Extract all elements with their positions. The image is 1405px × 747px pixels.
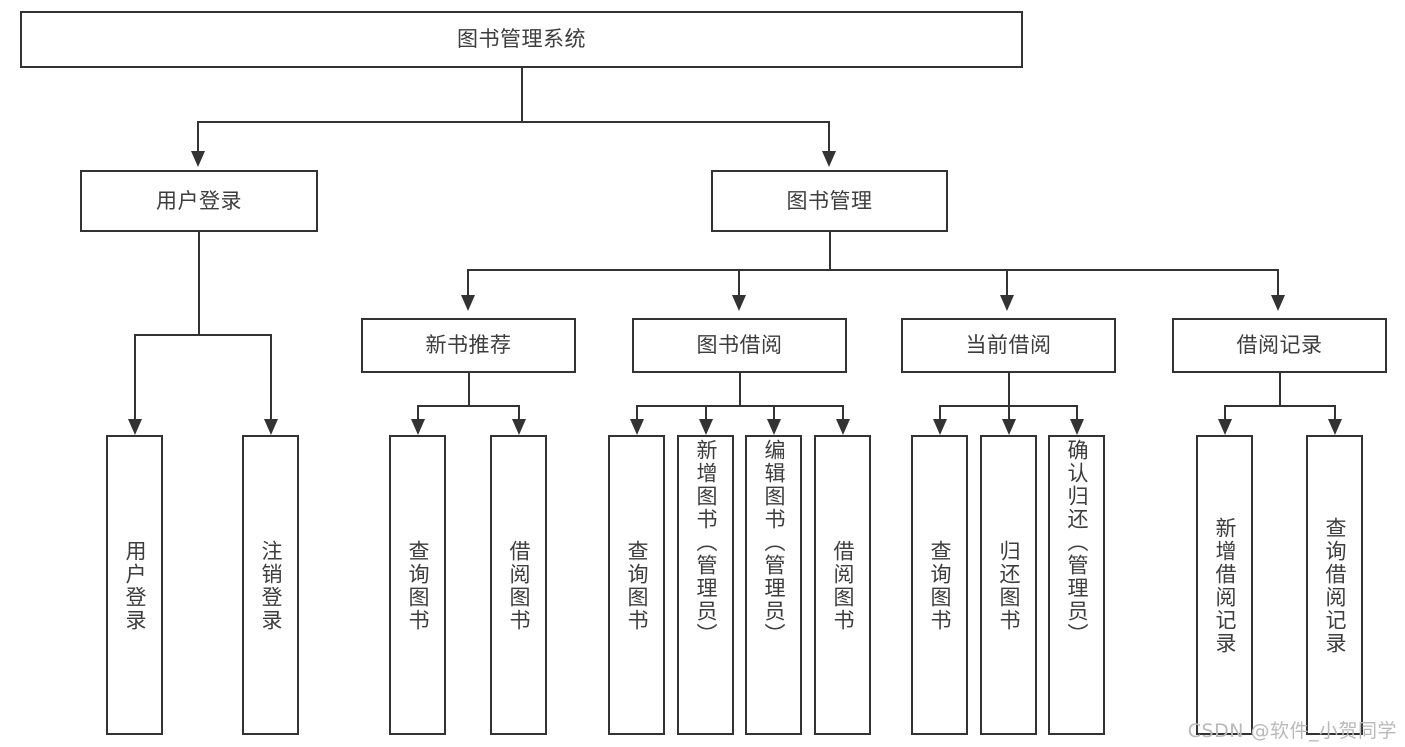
arrow-to-book-manage [822, 151, 836, 167]
node-label: 图书借阅 [696, 333, 783, 358]
leaf-current-borrow-confirm-return-admin[interactable]: 确认归还（管理员） [1048, 435, 1105, 735]
node-root-system[interactable]: 图书管理系统 [20, 11, 1023, 68]
leaf-label: 新增借阅记录 [1212, 517, 1237, 655]
node-label: 图书管理系统 [457, 27, 586, 52]
arrow-to-leaf-current-borrow-2 [1002, 419, 1016, 435]
arrow-to-leaf-current-borrow-3 [1070, 419, 1084, 435]
node-current-borrow[interactable]: 当前借阅 [901, 318, 1116, 373]
connector-level3-drop-1 [467, 269, 469, 295]
connector-new-book-drop-1 [417, 405, 419, 419]
leaf-user-login-login[interactable]: 用户登录 [106, 435, 163, 735]
connector-borrow-record-stem [1279, 373, 1281, 407]
connector-book-borrow-drop-1 [636, 405, 638, 419]
leaf-label: 用户登录 [122, 540, 147, 632]
leaf-new-book-borrow-book[interactable]: 借阅图书 [490, 435, 547, 735]
connector-book-borrow-stem [739, 373, 741, 407]
connector-book-borrow-drop-3 [773, 405, 775, 419]
leaf-label: 借阅图书 [506, 540, 531, 632]
leaf-label: 查询图书 [405, 540, 430, 632]
connector-root-drop-right [828, 121, 830, 151]
connector-user-login-drop-2 [270, 334, 272, 419]
connector-level3-bus [467, 269, 1279, 271]
node-book-manage[interactable]: 图书管理 [711, 170, 948, 232]
leaf-label: 确认归还（管理员） [1064, 439, 1089, 646]
connector-user-login-drop-1 [134, 334, 136, 419]
connector-new-book-stem [468, 373, 470, 407]
arrow-to-leaf-book-borrow-2 [699, 419, 713, 435]
leaf-label: 借阅图书 [830, 540, 855, 632]
arrow-to-borrow-record [1271, 295, 1285, 311]
leaf-book-borrow-query-book[interactable]: 查询图书 [608, 435, 665, 735]
arrow-to-book-borrow [732, 295, 746, 311]
node-label: 图书管理 [786, 188, 873, 213]
node-new-book-recommend[interactable]: 新书推荐 [361, 318, 576, 373]
arrow-to-leaf-user-login-1 [128, 419, 142, 435]
leaf-label: 查询图书 [927, 540, 952, 632]
leaf-current-borrow-query-book[interactable]: 查询图书 [911, 435, 968, 735]
connector-root-bus [197, 121, 829, 123]
connector-level3-drop-4 [1277, 269, 1279, 295]
leaf-label: 归还图书 [996, 540, 1021, 632]
leaf-label: 编辑图书（管理员） [761, 439, 786, 646]
arrow-to-user-login [191, 151, 205, 167]
leaf-label: 注销登录 [258, 540, 283, 632]
connector-book-borrow-drop-2 [705, 405, 707, 419]
node-borrow-record[interactable]: 借阅记录 [1172, 318, 1387, 373]
arrow-to-leaf-new-book-1 [411, 419, 425, 435]
leaf-current-borrow-return-book[interactable]: 归还图书 [980, 435, 1037, 735]
node-label: 借阅记录 [1236, 333, 1323, 358]
node-label: 当前借阅 [965, 333, 1052, 358]
leaf-book-borrow-borrow-book[interactable]: 借阅图书 [814, 435, 871, 735]
connector-current-borrow-drop-3 [1076, 405, 1078, 419]
leaf-book-borrow-add-book-admin[interactable]: 新增图书（管理员） [677, 435, 734, 735]
connector-current-borrow-drop-2 [1008, 405, 1010, 419]
arrow-to-leaf-user-login-2 [264, 419, 278, 435]
connector-user-login-bus [134, 334, 272, 336]
connector-new-book-bus [417, 405, 520, 407]
arrow-to-leaf-current-borrow-1 [933, 419, 947, 435]
node-label: 用户登录 [156, 188, 242, 213]
connector-borrow-record-drop-2 [1334, 405, 1336, 419]
connector-new-book-drop-2 [518, 405, 520, 419]
connector-borrow-record-bus [1224, 405, 1336, 407]
arrow-to-leaf-new-book-2 [512, 419, 526, 435]
connector-level3-drop-2 [738, 269, 740, 295]
leaf-borrow-record-add-record[interactable]: 新增借阅记录 [1196, 435, 1253, 735]
watermark-text: CSDN @软件_小贺同学 [1187, 720, 1397, 742]
leaf-user-login-logout[interactable]: 注销登录 [242, 435, 299, 735]
connector-user-login-stem [198, 232, 200, 336]
leaf-label: 新增图书（管理员） [693, 439, 718, 646]
node-label: 新书推荐 [425, 333, 512, 358]
node-book-borrow[interactable]: 图书借阅 [632, 318, 847, 373]
leaf-borrow-record-query-record[interactable]: 查询借阅记录 [1306, 435, 1363, 735]
connector-current-borrow-drop-1 [939, 405, 941, 419]
connector-book-manage-stem [829, 232, 831, 271]
leaf-label: 查询借阅记录 [1322, 517, 1347, 655]
arrow-to-current-borrow [1000, 295, 1014, 311]
arrow-to-leaf-book-borrow-3 [767, 419, 781, 435]
connector-borrow-record-drop-1 [1224, 405, 1226, 419]
arrow-to-leaf-borrow-record-1 [1218, 419, 1232, 435]
connector-root-stem [521, 68, 523, 123]
leaf-book-borrow-edit-book-admin[interactable]: 编辑图书（管理员） [745, 435, 802, 735]
arrow-to-leaf-book-borrow-1 [630, 419, 644, 435]
leaf-new-book-query-book[interactable]: 查询图书 [389, 435, 446, 735]
node-user-login[interactable]: 用户登录 [80, 170, 318, 232]
connector-level3-drop-3 [1006, 269, 1008, 295]
arrow-to-leaf-book-borrow-4 [836, 419, 850, 435]
connector-current-borrow-stem [1008, 373, 1010, 407]
arrow-to-leaf-borrow-record-2 [1328, 419, 1342, 435]
connector-book-borrow-bus [636, 405, 844, 407]
leaf-label: 查询图书 [624, 540, 649, 632]
arrow-to-new-book [461, 295, 475, 311]
connector-root-drop-left [197, 121, 199, 151]
connector-book-borrow-drop-4 [842, 405, 844, 419]
